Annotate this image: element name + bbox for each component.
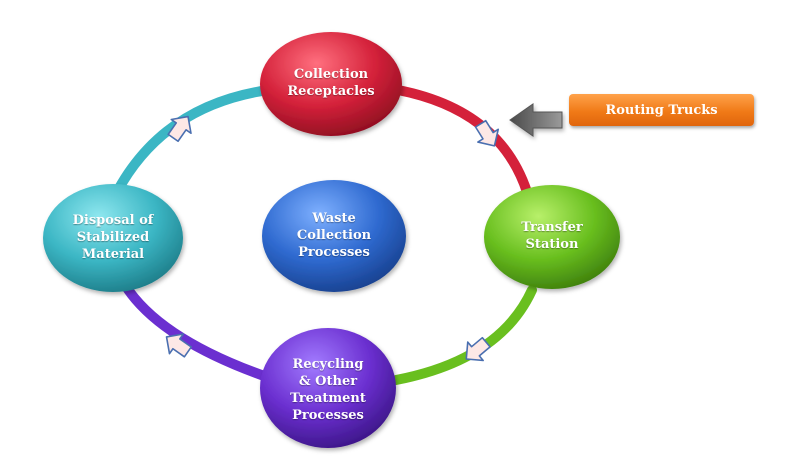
ring-segment-collection-to-transfer	[393, 85, 532, 197]
pointer-arrow-icon	[509, 103, 563, 137]
flow-arrow-icon	[474, 119, 500, 147]
node-recycling	[260, 328, 396, 448]
node-collection-receptacles	[260, 32, 402, 136]
flow-arrow-icon	[165, 333, 193, 358]
ring-segment-transfer-to-recycling	[391, 285, 537, 385]
disposal-label: Disposal of Stabilized Material	[72, 213, 154, 262]
transfer-station-label: Transfer Station	[521, 220, 583, 252]
flow-arrow-icon	[465, 336, 491, 362]
ring-segment-disposal-to-collection	[113, 85, 273, 195]
center-label: Waste Collection Processes	[296, 211, 372, 260]
ring-segment-recycling-to-disposal	[120, 280, 275, 383]
flow-arrow-icon	[167, 115, 192, 143]
node-transfer-station	[484, 185, 620, 289]
node-disposal	[43, 184, 183, 292]
recycling-label: Recycling & Other Treatment Processes	[290, 357, 366, 423]
routing-trucks-callout: Routing Trucks	[569, 94, 754, 126]
collection-receptacles-label: Collection Receptacles	[287, 67, 375, 99]
center-node	[262, 180, 406, 292]
